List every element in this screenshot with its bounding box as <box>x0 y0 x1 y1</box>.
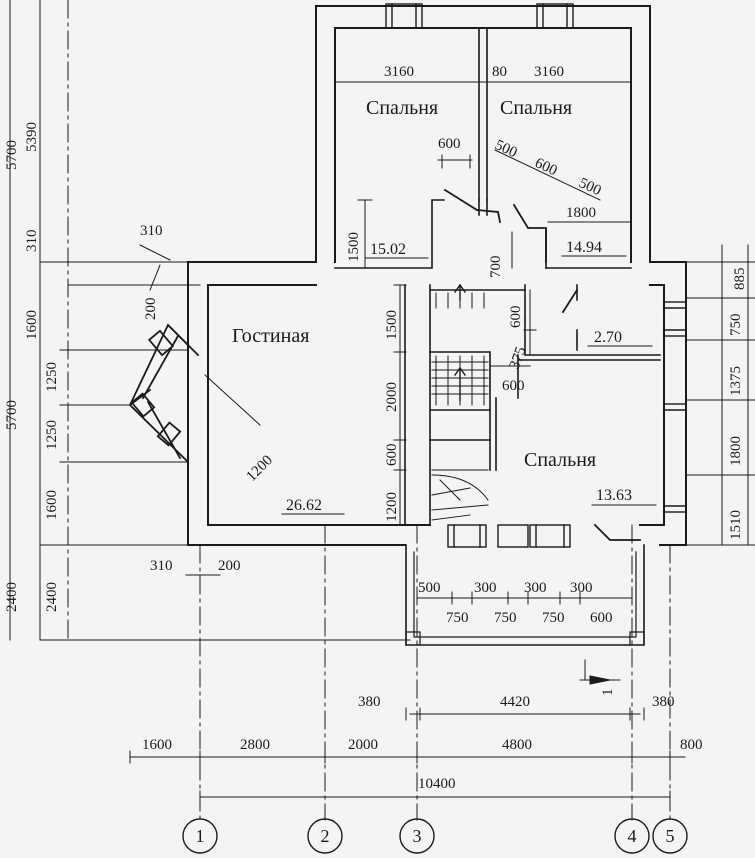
dim-380-left: 380 <box>358 694 381 710</box>
dim-bay-200: 200 <box>143 298 159 321</box>
axis-label-4: 4 <box>628 826 637 846</box>
dim-right-885: 885 <box>732 268 748 291</box>
dim-left-1250-b: 1250 <box>44 420 60 450</box>
doors <box>443 188 641 541</box>
dim-bal-500: 500 <box>418 580 441 596</box>
dim-4420: 4420 <box>500 694 530 710</box>
section-mark: 1 <box>600 689 616 697</box>
dim-right-1375: 1375 <box>728 366 744 396</box>
axis-label-2: 2 <box>321 826 330 846</box>
dim-800: 800 <box>680 737 703 753</box>
dim-700: 700 <box>488 256 504 279</box>
dim-bal-750-c: 750 <box>542 610 565 626</box>
dim-3160-left: 3160 <box>384 64 414 80</box>
dim-right-1510: 1510 <box>728 510 744 540</box>
dim-bay-1200: 1200 <box>244 452 277 485</box>
dim-stair-2000: 2000 <box>384 382 400 412</box>
room-name-bedroom-top-left: Спальня <box>366 97 438 119</box>
grid-axes <box>67 0 671 821</box>
dim-2000: 2000 <box>348 737 378 753</box>
dim-bal-300-a: 300 <box>474 580 497 596</box>
dim-1500-door: 1500 <box>346 232 362 262</box>
dimension-lines <box>9 0 755 804</box>
dim-bal-300-b: 300 <box>524 580 547 596</box>
dim-bottom-200: 200 <box>218 558 241 574</box>
dim-diag-600: 600 <box>532 155 559 179</box>
dim-left-5700-b: 5700 <box>4 400 20 430</box>
dim-3160-right: 3160 <box>534 64 564 80</box>
dim-left-1600-a: 1600 <box>24 310 40 340</box>
dim-bath-600: 600 <box>508 306 524 329</box>
room-name-bedroom-right: Спальня <box>524 449 596 471</box>
dim-1600: 1600 <box>142 737 172 753</box>
dim-left-2400-a: 2400 <box>4 582 20 612</box>
dim-stair-600: 600 <box>384 444 400 467</box>
dim-left-1600-b: 1600 <box>44 490 60 520</box>
area-bedroom-right: 13.63 <box>596 487 632 504</box>
room-name-bedroom-top-right: Спальня <box>500 97 572 119</box>
staircase <box>431 283 489 521</box>
dim-bay-310: 310 <box>140 223 163 239</box>
dim-bath-600-h: 600 <box>502 378 525 394</box>
dim-left-5390: 5390 <box>24 122 40 152</box>
area-bedroom-top-right: 14.94 <box>566 239 602 256</box>
dim-2800: 2800 <box>240 737 270 753</box>
dim-bal-750-b: 750 <box>494 610 517 626</box>
axis-label-5: 5 <box>666 826 675 846</box>
dim-600-door: 600 <box>438 136 461 152</box>
area-living: 26.62 <box>286 497 322 514</box>
dim-bal-750-a: 750 <box>446 610 469 626</box>
windows <box>385 3 687 548</box>
area-bathroom: 2.70 <box>594 329 622 346</box>
interior-walls <box>334 27 661 526</box>
dim-diag-500-a: 500 <box>492 137 519 161</box>
dim-4800: 4800 <box>502 737 532 753</box>
dim-right-750: 750 <box>728 314 744 337</box>
dim-left-310: 310 <box>24 230 40 253</box>
dim-right-1800: 1800 <box>728 436 744 466</box>
bay-window <box>128 323 200 464</box>
dim-left-2400-b: 2400 <box>44 582 60 612</box>
dim-stair-1200: 1200 <box>384 492 400 522</box>
dim-bal-300-c: 300 <box>570 580 593 596</box>
dim-10400: 10400 <box>418 776 456 792</box>
dim-1800: 1800 <box>566 205 596 221</box>
axis-label-3: 3 <box>413 826 422 846</box>
dim-left-5700-a: 5700 <box>4 140 20 170</box>
area-bedroom-top-left: 15.02 <box>370 241 406 258</box>
dim-bal-600: 600 <box>590 610 613 626</box>
dim-diag-500-b: 500 <box>576 175 603 199</box>
dim-stair-1500: 1500 <box>384 310 400 340</box>
dim-bottom-310: 310 <box>150 558 173 574</box>
axis-label-1: 1 <box>196 826 205 846</box>
axis-markers <box>182 818 688 854</box>
dim-left-1250-a: 1250 <box>44 362 60 392</box>
room-name-living: Гостиная <box>232 325 309 347</box>
dim-380-right: 380 <box>652 694 675 710</box>
dim-bath-375: 375 <box>507 345 530 372</box>
dim-80: 80 <box>492 64 507 80</box>
